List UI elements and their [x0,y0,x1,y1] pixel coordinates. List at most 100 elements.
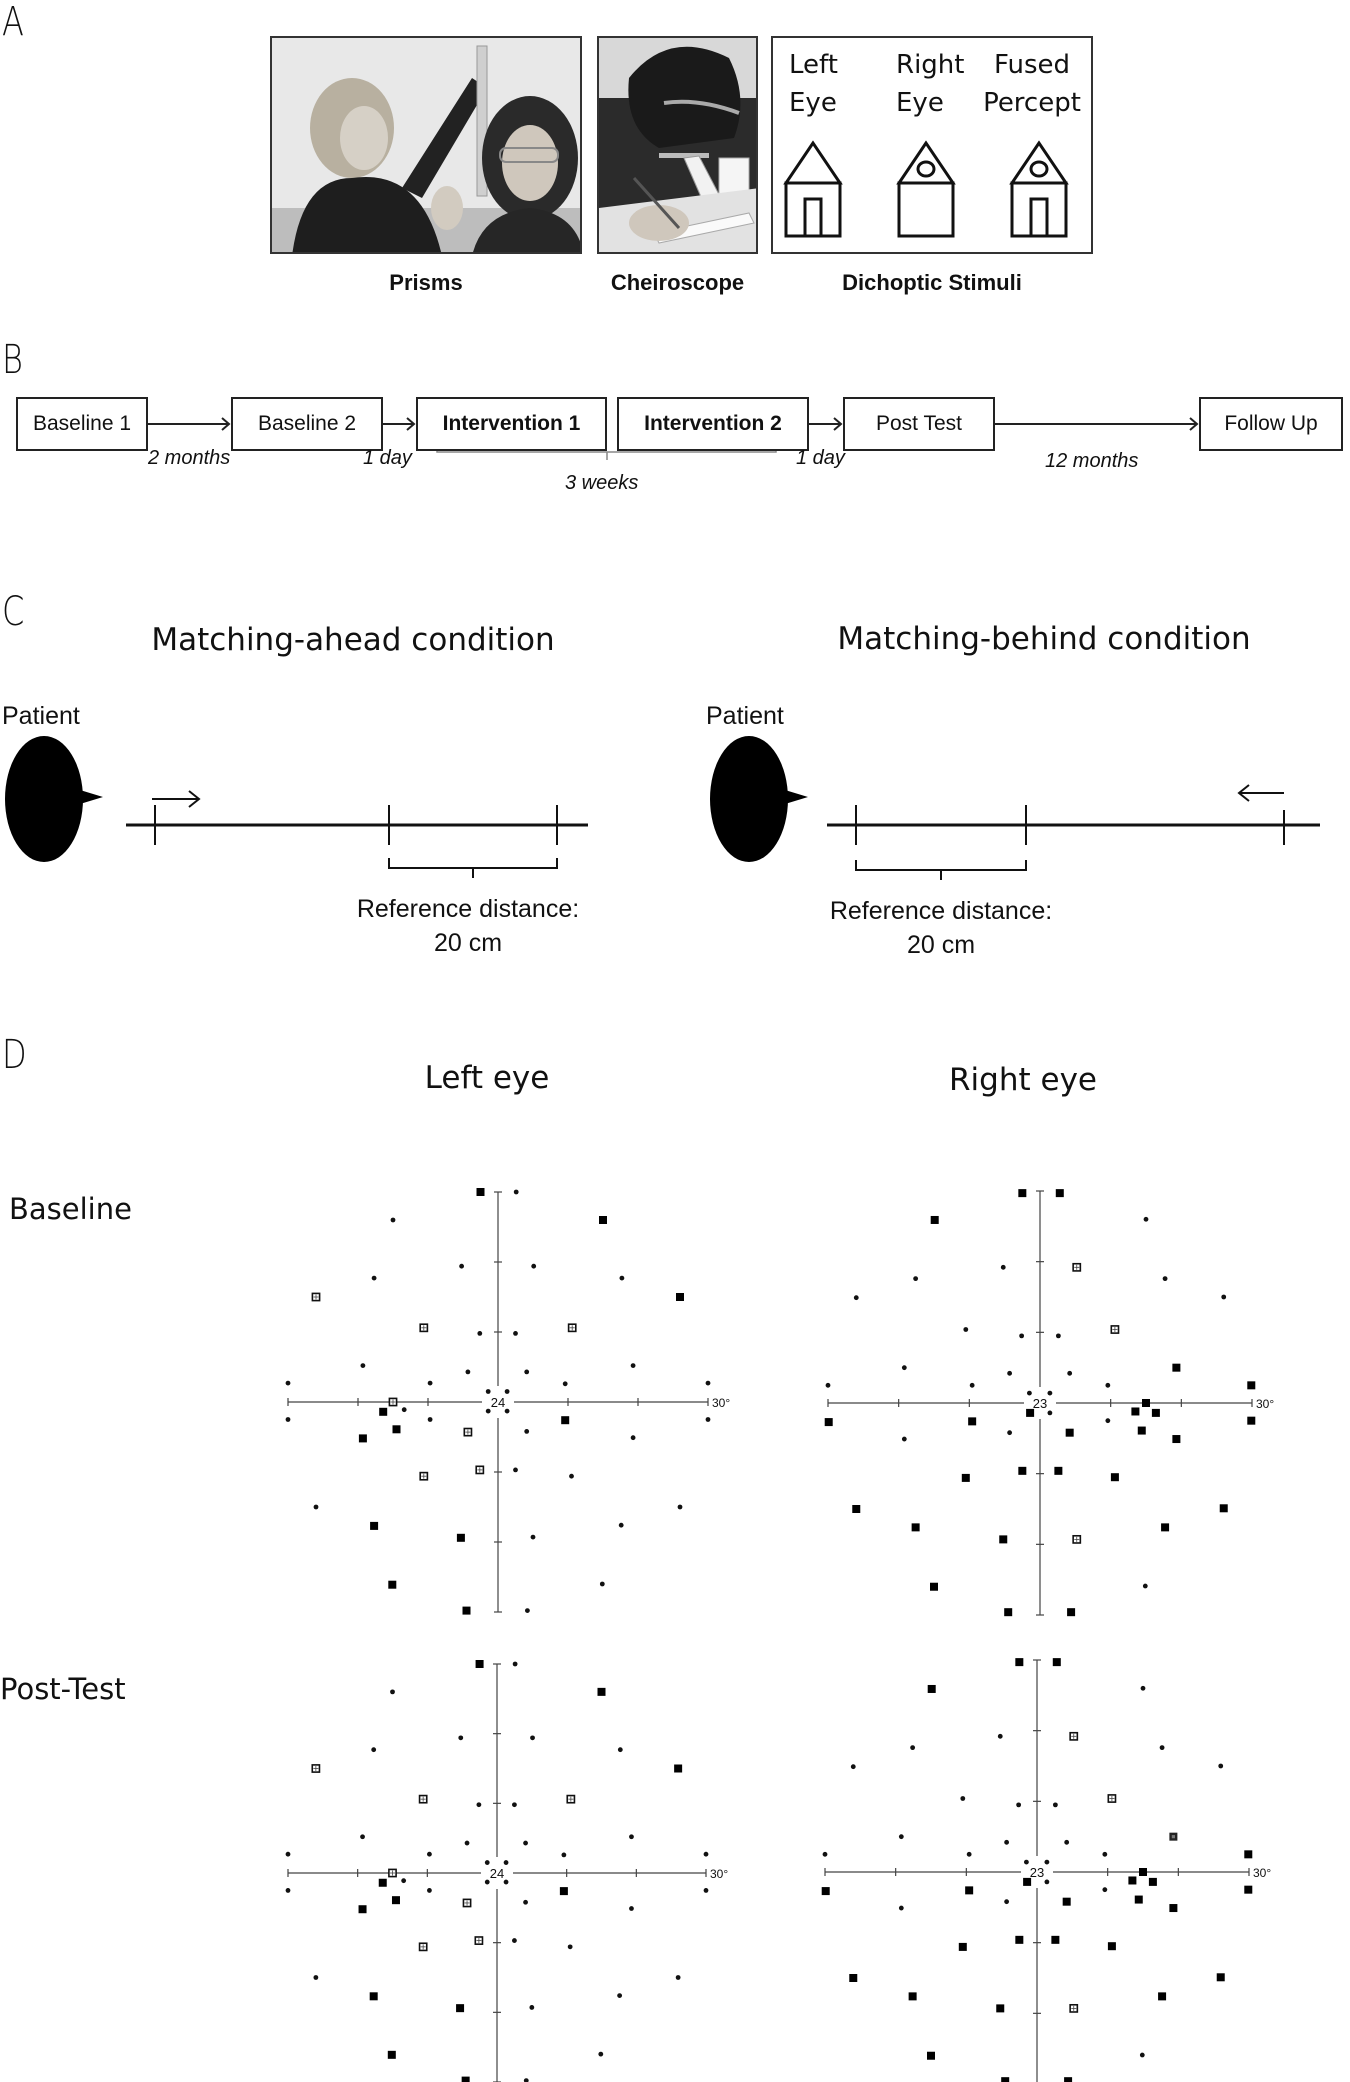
panel-letter-d: D [2,1032,27,1078]
reference-label-behind: Reference distance: [829,897,1053,925]
field-point-deficit-square [392,1425,401,1434]
step-follow-up: Follow Up [1199,397,1343,451]
field-point-deficit-square [1004,1608,1013,1617]
field-point-normal [465,1369,471,1375]
patient-label-ahead: Patient [2,702,80,730]
field-point-deficit-square [676,1293,684,1301]
field-point-deficit-square [1134,1895,1143,1904]
field-point-deficit-square [930,1582,938,1591]
condition-title-behind: Matching-behind condition [837,621,1251,657]
field-point-normal [705,1417,711,1422]
dichoptic-stimuli-box: Left Eye Right Eye Fused Percept [771,36,1093,254]
field-point-normal [1055,1333,1061,1339]
field-point-normal [427,1417,433,1422]
field-point-hatched-square [311,1292,321,1302]
matching-diagrams [5,736,1320,871]
field-point-deficit-square [1247,1381,1256,1390]
field-point-normal [567,1944,573,1950]
reference-value-ahead: 20 cm [433,929,503,957]
field-point-deficit-square [1107,1942,1116,1951]
field-point-normal [1140,1685,1146,1691]
patient-head-ahead-icon [5,736,103,862]
field-point-deficit-square [369,1992,378,2001]
field-point-normal [513,1331,518,1336]
field-point-deficit-square [1247,1416,1256,1425]
field-point-normal [703,1888,709,1893]
field-point-deficit-square [930,1215,939,1224]
cheiroscope-photo [597,36,758,254]
field-point-deficit-square [1018,1189,1027,1198]
field-point-normal [850,1764,856,1770]
field-point-normal [898,1834,904,1840]
field-point-normal [1218,1763,1224,1769]
field-point-normal [619,1275,625,1281]
field-point-normal [530,1534,536,1540]
panel-letter-b: B [2,337,23,383]
track-ticks-behind [855,805,1285,845]
field-point-normal [898,1905,904,1911]
field-point-normal [1047,1390,1053,1396]
field-point-hatched-square [311,1764,321,1773]
interval-1-day-b: 1 day [796,447,845,469]
field-point-normal [371,1747,377,1753]
field-point-deficit-square [927,1684,936,1693]
field-point-normal [477,1331,483,1336]
field-point-normal [512,1661,518,1667]
field-point-normal [1044,1859,1050,1865]
field-point-deficit-square [1067,1608,1076,1617]
field-point-normal [484,1879,490,1885]
field-point-deficit-square [961,1473,970,1482]
field-point-normal [561,1852,567,1858]
center-value-label: 23 [1030,1865,1044,1880]
dichoptic-stimuli-caption: Dichoptic Stimuli [842,270,1022,295]
field-point-normal [562,1381,568,1387]
field-point-normal [524,1429,530,1434]
field-point-deficit-square [475,1660,484,1668]
field-point-normal [901,1365,907,1371]
row-label-baseline: Baseline [9,1192,132,1226]
field-point-normal [1143,1216,1149,1222]
field-point-deficit-square [461,2076,470,2082]
field-point-deficit-square [378,1878,387,1887]
field-point-deficit-square [358,1434,367,1443]
field-point-hatched-square [1072,1262,1082,1272]
field-point-normal [464,1840,470,1846]
reference-value-behind: 20 cm [906,931,976,959]
field-point-deficit-square [911,1523,920,1532]
field-point-normal [910,1745,916,1751]
field-point-normal [484,1860,490,1865]
field-point-deficit-square [958,1942,967,1951]
column-title-right-eye: Right eye [949,1062,1097,1098]
field-point-deficit-square [999,1535,1008,1544]
interval-2-months: 2 months [148,447,231,469]
step-post-test: Post Test [843,397,995,451]
field-point-deficit-square [1026,1408,1035,1417]
field-point-normal [371,1275,377,1281]
field-point-normal [1019,1333,1025,1339]
field-point-deficit-square [1064,2077,1073,2082]
field-point-deficit-square [1128,1876,1137,1885]
field-point-deficit-square [1244,1850,1253,1859]
arrowhead-1 [221,417,231,431]
field-point-hatched-square [1110,1325,1120,1334]
field-point-deficit-square [1110,1473,1119,1482]
field-point-hatched-square [388,1397,398,1407]
bracket-stems [472,868,942,880]
prisms-photo-illustration [272,38,580,252]
cheiroscope-photo-illustration [599,38,756,252]
field-point-normal [504,1408,510,1414]
field-point-deficit-square [996,2004,1005,2013]
field-point-normal [1004,1839,1010,1845]
field-point-hatched-square [474,1936,484,1945]
field-point-deficit-square [1148,1877,1157,1886]
field-point-shaded-square [1169,1832,1178,1841]
field-point-normal [1007,1370,1013,1376]
field-point-normal [427,1851,432,1857]
field-point-deficit-square [674,1764,683,1773]
field-point-deficit-square [1015,1658,1024,1667]
step-intervention-2: Intervention 2 [617,397,809,451]
field-point-normal [1027,1390,1032,1396]
stimulus-label-left-eye: Left Eye [789,50,838,118]
step-intervention-1: Intervention 1 [416,397,607,451]
